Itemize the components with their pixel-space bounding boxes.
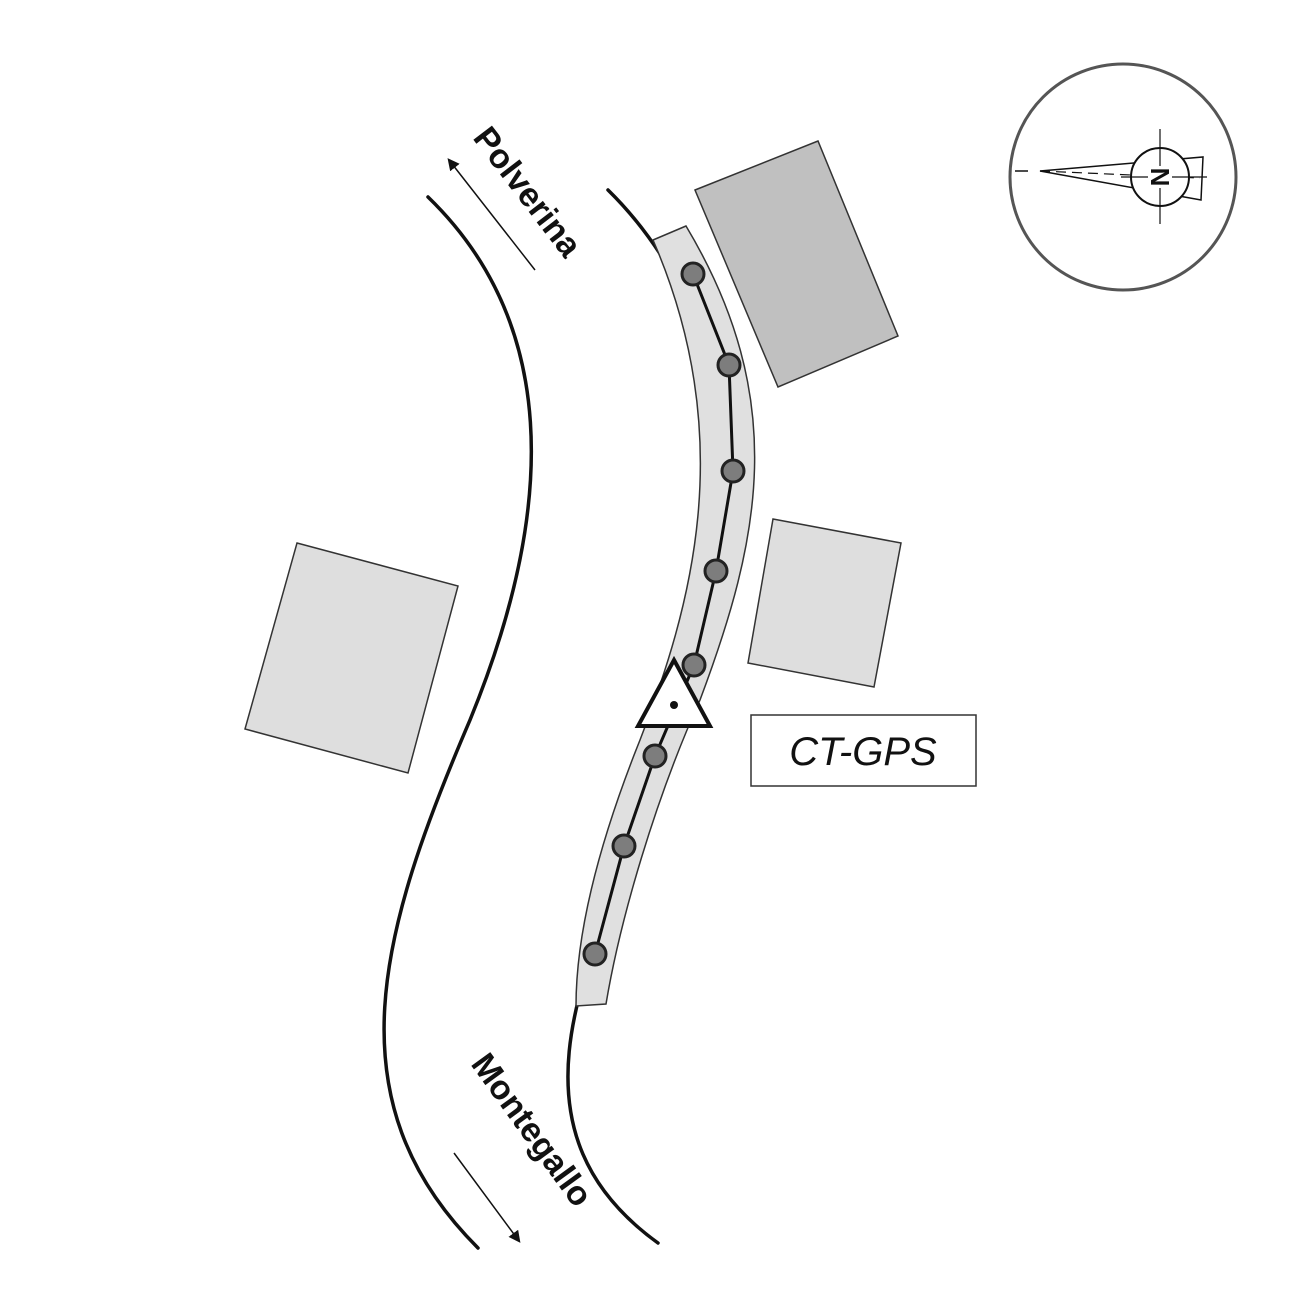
triangle-icon xyxy=(634,655,714,728)
survey-route-line xyxy=(593,273,735,955)
direction-arrow-north xyxy=(447,158,536,271)
station-dot xyxy=(670,701,678,709)
building-northeast xyxy=(694,140,899,388)
survey-points xyxy=(582,261,746,967)
road-label-north: Polverina xyxy=(466,120,590,265)
gps-station-marker[interactable] xyxy=(634,655,714,728)
survey-strip xyxy=(575,225,756,1007)
survey-point[interactable] xyxy=(720,458,746,484)
station-label: CT-GPS xyxy=(789,730,937,774)
building-east xyxy=(747,518,902,688)
road-west-edge xyxy=(382,195,534,1250)
building-west xyxy=(244,542,459,774)
road-label-south: Montegallo xyxy=(464,1046,600,1214)
direction-arrow-south xyxy=(453,1152,521,1243)
survey-point[interactable] xyxy=(681,652,707,678)
survey-point[interactable] xyxy=(642,743,668,769)
survey-point[interactable] xyxy=(680,261,706,287)
survey-point[interactable] xyxy=(611,833,637,859)
station-label-box xyxy=(750,714,977,787)
survey-point[interactable] xyxy=(716,352,742,378)
compass-rose: N xyxy=(1008,62,1238,292)
survey-point[interactable] xyxy=(582,941,608,967)
compass-north-letter: N xyxy=(1145,168,1175,187)
survey-point[interactable] xyxy=(703,558,729,584)
